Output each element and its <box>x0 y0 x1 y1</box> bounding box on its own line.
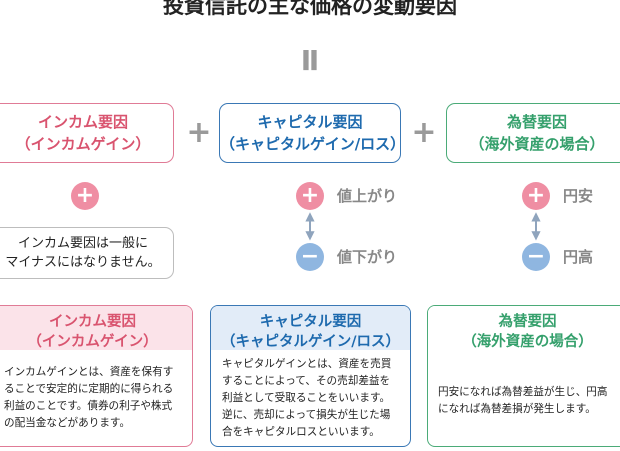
card-text-line: になれば為替差損が発生します。 <box>438 403 596 415</box>
plus-circle-icon: + <box>296 182 324 210</box>
card-text-line: 利益として受取ることをいいます。 <box>222 392 391 404</box>
fx-factor-subtitle: （海外資産の場合） <box>469 135 605 153</box>
fx-card-title: 為替要因 <box>498 314 557 330</box>
card-text-line: 合をキャピタルロスといいます。 <box>222 426 380 438</box>
income-factor-subtitle: （インカムゲイン） <box>15 135 151 153</box>
arrow-down-icon: ▼ <box>531 228 541 242</box>
income-note-line: インカム要因は一般に <box>17 236 148 251</box>
arrow-down-icon: ▼ <box>305 228 315 242</box>
arrow-shaft <box>535 219 537 233</box>
plus-operator: + <box>186 115 212 150</box>
yen-strong-label: 円高 <box>563 248 594 266</box>
income-card-header: インカム要因 （インカムゲイン） <box>0 306 192 350</box>
page-title: 投資信託の主な価格の変動要因 <box>163 0 457 18</box>
fx-card-body: 円安になれば為替差益が生じ、円高 になれば為替差損が発生します。 <box>428 350 620 418</box>
fx-card: 為替要因 （海外資産の場合） 円安になれば為替差益が生じ、円高 になれば為替差損… <box>427 305 620 447</box>
price-up-label: 値上がり <box>337 187 398 205</box>
plus-circle-icon: + <box>71 182 99 210</box>
capital-factor-subtitle: （キャピタルゲイン/ロス） <box>220 135 406 153</box>
fx-factor-title: 為替要因 <box>506 113 567 131</box>
card-text-line: することによって、その売却差益を <box>222 375 391 387</box>
income-card: インカム要因 （インカムゲイン） インカムゲインとは、資産を保有す ることで安定… <box>0 305 193 447</box>
fx-factor-box: 為替要因 （海外資産の場合） <box>446 103 620 163</box>
income-card-body: インカムゲインとは、資産を保有す ることで安定的に定期的に得られる 利益のことで… <box>0 350 192 432</box>
income-note: インカム要因は一般に マイナスにはなりません。 <box>0 227 174 279</box>
card-text-line: インカムゲインとは、資産を保有す <box>4 366 174 378</box>
arrow-shaft <box>309 219 311 233</box>
income-note-line: マイナスにはなりません。 <box>5 255 161 270</box>
arrow-up-icon: ▲ <box>305 209 315 223</box>
minus-circle-icon: − <box>522 243 550 271</box>
capital-card: キャピタル要因 （キャピタルゲイン/ロス） キャピタルゲインとは、資産を売買 す… <box>210 305 411 447</box>
yen-weak-label: 円安 <box>563 187 594 205</box>
income-factor-title: インカム要因 <box>37 113 128 131</box>
income-card-subtitle: （インカムゲイン） <box>27 334 158 350</box>
capital-factor-box: キャピタル要因 （キャピタルゲイン/ロス） <box>219 103 406 163</box>
capital-card-body: キャピタルゲインとは、資産を売買 することによって、その売却差益を 利益として受… <box>211 350 410 441</box>
fx-card-header: 為替要因 （海外資産の場合） <box>428 306 620 350</box>
card-text-line: 円安になれば為替差益が生じ、円高 <box>438 386 608 398</box>
minus-circle-icon: − <box>296 243 324 271</box>
income-card-title: インカム要因 <box>49 314 136 330</box>
equals-symbol: Ⅱ <box>300 44 320 77</box>
card-text-line: の配当金などがあります。 <box>4 417 131 429</box>
capital-card-subtitle: （キャピタルゲイン/ロス） <box>220 334 400 350</box>
capital-card-header: キャピタル要因 （キャピタルゲイン/ロス） <box>211 306 410 350</box>
card-text-line: ることで安定的に定期的に得られる <box>4 383 174 395</box>
card-text-line: 逆に、売却によって損失が生じた場 <box>222 409 391 421</box>
arrow-up-icon: ▲ <box>531 209 541 223</box>
capital-card-title: キャピタル要因 <box>259 314 362 330</box>
fx-card-subtitle: （海外資産の場合） <box>462 334 593 350</box>
income-factor-box: インカム要因 （インカムゲイン） <box>0 103 174 163</box>
plus-operator: + <box>411 115 437 150</box>
plus-circle-icon: + <box>522 182 550 210</box>
card-text-line: キャピタルゲインとは、資産を売買 <box>222 358 392 370</box>
price-down-label: 値下がり <box>337 248 398 266</box>
capital-factor-title: キャピタル要因 <box>257 113 363 131</box>
card-text-line: 利益のことです。債券の利子や株式 <box>4 400 173 412</box>
